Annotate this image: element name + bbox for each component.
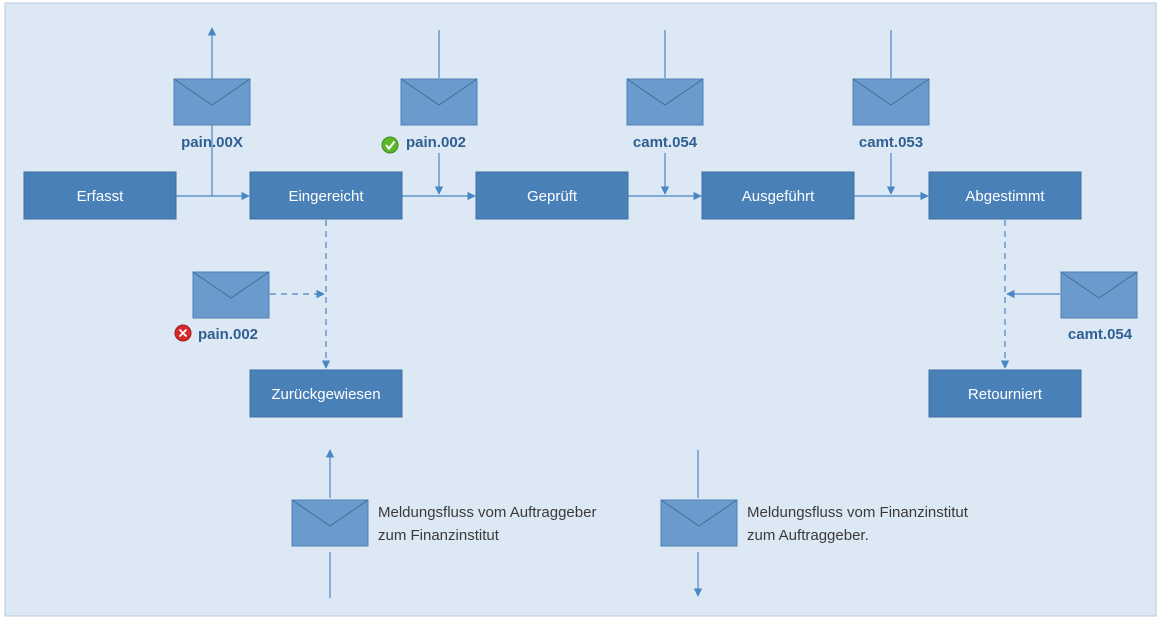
message-label-camt054-return: camt.054: [1068, 326, 1133, 343]
message-label-camt054: camt.054: [633, 134, 698, 151]
state-box-erfasst: Erfasst: [23, 171, 177, 220]
envelope-icon: [626, 78, 704, 126]
envelope-icon: [192, 271, 270, 319]
cross-icon: [174, 324, 192, 342]
state-label-retourniert: Retourniert: [968, 386, 1043, 403]
legend-outgoing-line1: Meldungsfluss vom Auftraggeber: [378, 504, 596, 521]
envelope-icon: [173, 78, 251, 126]
state-label-abgestimmt: Abgestimmt: [965, 188, 1045, 205]
state-label-erfasst: Erfasst: [77, 188, 125, 205]
legend-incoming-line2: zum Auftraggeber.: [747, 527, 869, 544]
state-box-eingereicht: Eingereicht: [249, 171, 403, 220]
state-label-ausgefuehrt: Ausgeführt: [742, 188, 815, 205]
message-label-pain002-reject: pain.002: [198, 326, 258, 343]
state-box-zurueckgewiesen: Zurückgewiesen: [249, 369, 403, 418]
state-box-geprueft: Geprüft: [475, 171, 629, 220]
check-icon: [381, 136, 399, 154]
message-label-pain00x: pain.00X: [181, 134, 243, 151]
state-label-zurueckgewiesen: Zurückgewiesen: [271, 386, 380, 403]
envelope-icon: [660, 499, 738, 547]
legend-outgoing-line2: zum Finanzinstitut: [378, 527, 500, 544]
state-label-geprueft: Geprüft: [527, 188, 578, 205]
envelope-icon: [400, 78, 478, 126]
envelope-icon: [291, 499, 369, 547]
state-label-eingereicht: Eingereicht: [288, 188, 364, 205]
message-label-pain002-ok: pain.002: [406, 134, 466, 151]
message-label-camt053: camt.053: [859, 134, 923, 151]
state-box-ausgefuehrt: Ausgeführt: [701, 171, 855, 220]
legend-incoming-line1: Meldungsfluss vom Finanzinstitut: [747, 504, 969, 521]
envelope-icon: [1060, 271, 1138, 319]
state-box-abgestimmt: Abgestimmt: [928, 171, 1082, 220]
envelope-icon: [852, 78, 930, 126]
state-box-retourniert: Retourniert: [928, 369, 1082, 418]
